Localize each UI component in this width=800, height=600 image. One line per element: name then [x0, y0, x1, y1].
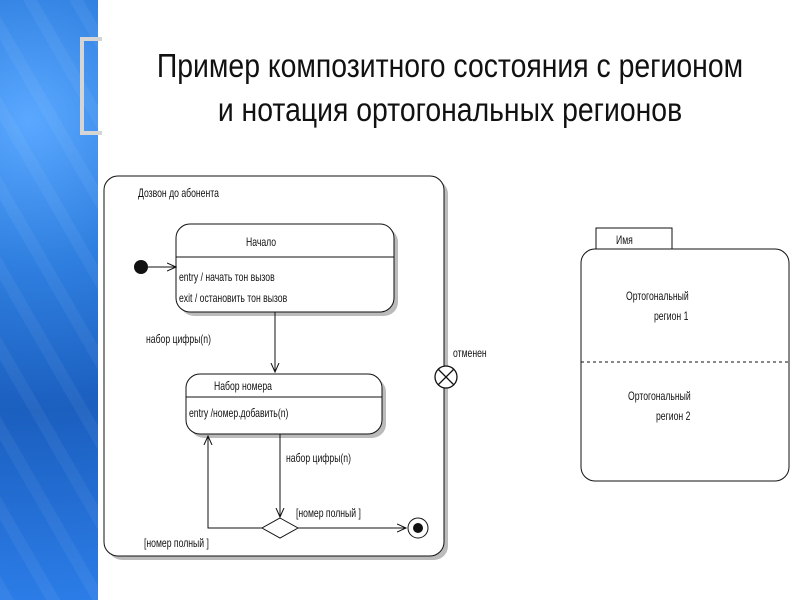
loop-back-transition — [208, 436, 262, 529]
transition-2-label: набор цифры(n) — [286, 451, 352, 465]
right-name-tab — [595, 227, 673, 251]
state-start-entry: entry / начать тон вызов — [179, 270, 275, 284]
guard-final-label: [номер полный ] — [296, 506, 361, 520]
cancel-cross-b — [437, 368, 455, 386]
slide-title: Пример композитного состояния с регионом… — [149, 44, 751, 132]
state-dial-name: Набор номера — [214, 379, 272, 393]
region-2-line-2: регион 2 — [656, 409, 691, 423]
guard-loop-label: [номер полный ] — [144, 536, 209, 550]
composite-state-label: Дозвон до абонента — [138, 186, 219, 200]
decision-diamond — [260, 517, 300, 539]
state-start-name: Начало — [246, 235, 277, 249]
title-line-2: и нотация ортогональных регионов — [217, 91, 683, 128]
initial-state-dot — [134, 260, 148, 274]
state-dial-entry: entry /номер.добавить(n) — [189, 406, 289, 420]
title-bracket — [80, 37, 102, 135]
state-dial — [185, 373, 383, 435]
transition-1-label: набор цифры(n) — [146, 332, 212, 346]
region-2-line-1: Ортогональный — [628, 389, 691, 403]
state-start-exit: exit / остановить тон вызов — [179, 291, 288, 305]
cancel-label: отменен — [453, 346, 487, 360]
orthogonal-state-box — [580, 248, 790, 482]
region-1-line-1: Ортогональный — [626, 289, 689, 303]
right-tab-label: Имя — [616, 233, 633, 247]
final-state-inner — [413, 523, 423, 533]
title-line-1: Пример композитного состояния с регионом — [156, 47, 744, 84]
region-1-line-2: регион 1 — [654, 309, 689, 323]
